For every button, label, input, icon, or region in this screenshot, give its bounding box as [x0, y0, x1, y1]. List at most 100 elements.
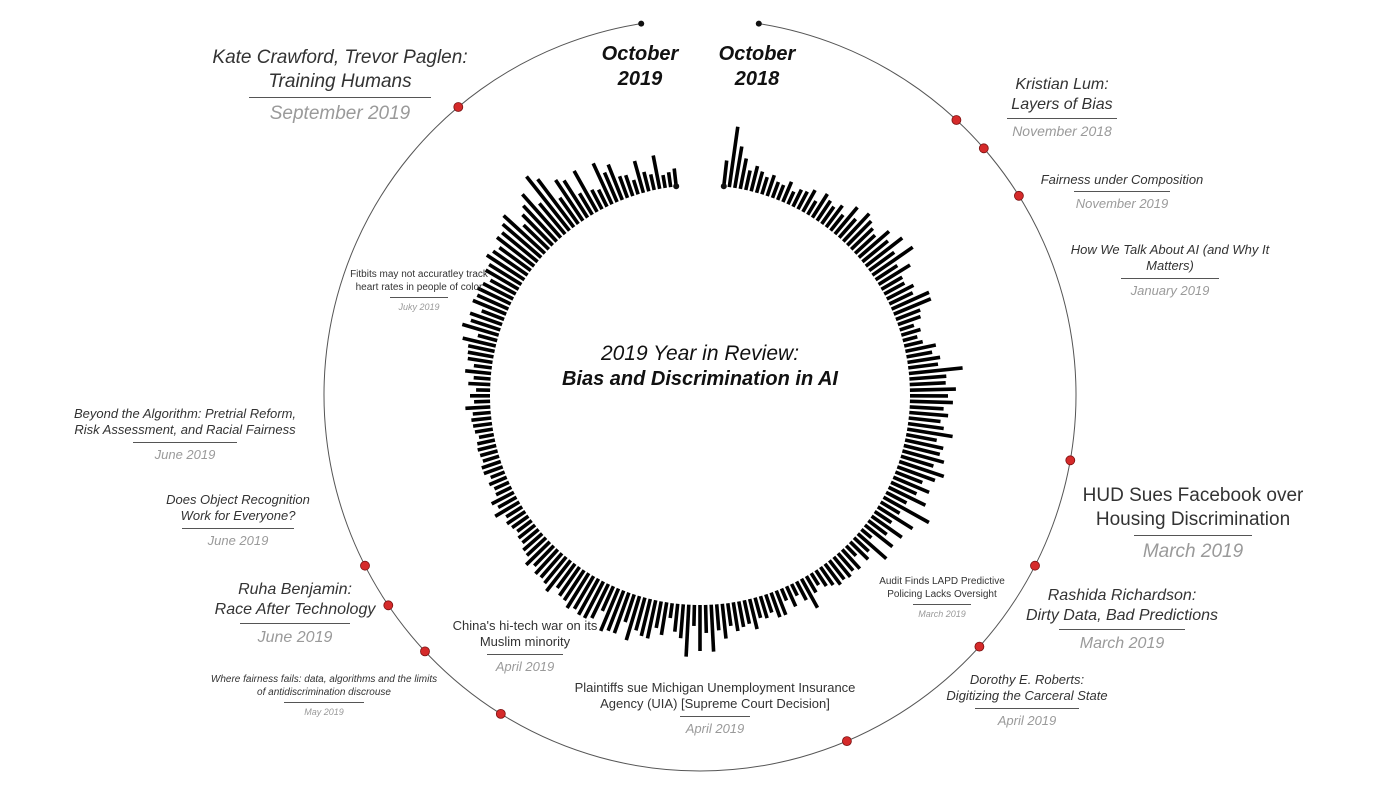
- bar: [726, 602, 733, 627]
- bar: [668, 602, 674, 619]
- bar: [714, 604, 721, 631]
- event-marker-dot: [951, 115, 962, 125]
- bar: [799, 577, 820, 609]
- bar: [494, 500, 521, 518]
- bar: [860, 528, 873, 540]
- event-date: November 2019: [1075, 196, 1169, 212]
- bar: [678, 604, 686, 639]
- inner-event-label: Plaintiffs sue Michigan Unemployment Ins…: [545, 680, 885, 737]
- bar: [545, 559, 573, 593]
- bar: [887, 485, 927, 507]
- bar: [623, 593, 636, 623]
- bar: [823, 562, 842, 586]
- bar: [909, 405, 944, 411]
- bar: [871, 245, 914, 277]
- bar: [666, 171, 673, 188]
- ring-end-dot: [638, 20, 645, 27]
- bar: [801, 189, 817, 213]
- divider: [182, 527, 294, 529]
- bar: [814, 569, 828, 587]
- event-marker-dot: [383, 600, 394, 611]
- bar: [506, 510, 527, 526]
- bar: [897, 314, 922, 327]
- bar: [495, 485, 513, 497]
- event-title: Where fairness fails: data, algorithms a…: [210, 674, 438, 698]
- bar: [624, 595, 642, 641]
- bar: [776, 184, 786, 201]
- bar: [722, 160, 729, 187]
- bar: [789, 583, 799, 597]
- bar: [493, 480, 510, 491]
- bar: [461, 322, 500, 337]
- bar: [868, 250, 896, 273]
- event-label: Beyond the Algorithm: Pretrial Reform,Ri…: [55, 406, 315, 463]
- bar: [832, 555, 852, 579]
- bar: [749, 165, 760, 192]
- bar: [905, 432, 938, 443]
- bar: [846, 219, 873, 247]
- bar: [477, 333, 498, 343]
- bar: [596, 188, 609, 208]
- bar: [488, 262, 523, 287]
- bar: [558, 565, 581, 597]
- bar: [590, 188, 604, 211]
- bar: [877, 263, 911, 287]
- bar: [469, 311, 503, 327]
- bar: [533, 544, 556, 568]
- event-date: January 2019: [1130, 282, 1210, 298]
- bar: [632, 160, 646, 194]
- bar: [631, 179, 640, 195]
- event-marker-dot: [495, 709, 506, 719]
- event-marker-dot: [1065, 455, 1076, 466]
- event-label: Fairness under Composition November 2019: [1012, 172, 1232, 213]
- bar: [591, 162, 614, 206]
- bar: [896, 465, 936, 483]
- event-title: Plaintiffs sue Michigan Unemployment Ins…: [574, 680, 856, 712]
- event-label: Dorothy E. Roberts:Digitizing the Carcer…: [927, 672, 1127, 729]
- bar: [786, 190, 796, 206]
- divider: [1007, 118, 1117, 119]
- bar: [577, 577, 601, 616]
- bar: [511, 514, 530, 530]
- bar: [659, 602, 669, 636]
- chart-title-line1: 2019 Year in Review:: [600, 342, 800, 365]
- bar: [857, 230, 891, 259]
- bar: [502, 214, 547, 255]
- bar: [747, 598, 759, 630]
- bar: [485, 253, 526, 282]
- event-label: Kristian Lum:Layers of Bias November 201…: [962, 75, 1162, 141]
- bar: [709, 604, 716, 652]
- divider: [913, 604, 971, 605]
- bar: [738, 158, 749, 190]
- bar: [731, 602, 740, 632]
- bar: [733, 146, 744, 189]
- event-date: June 2019: [154, 446, 216, 462]
- bar: [482, 454, 500, 463]
- bar: [809, 572, 821, 586]
- bar: [795, 580, 808, 601]
- event-date: March 2019: [918, 609, 966, 619]
- event-title: Ruha Benjamin:Race After Technology: [214, 581, 376, 618]
- bar: [577, 192, 594, 216]
- bar: [867, 519, 888, 536]
- event-marker-dot: [1030, 560, 1040, 571]
- event-title: Dorothy E. Roberts:Digitizing the Carcer…: [946, 672, 1108, 704]
- divider: [1121, 277, 1219, 279]
- bar: [582, 580, 605, 619]
- chart-title-line2: Bias and Discrimination in AI: [562, 368, 838, 390]
- bar: [909, 399, 953, 405]
- divider: [249, 96, 431, 98]
- bar: [840, 548, 862, 570]
- bar: [692, 604, 697, 626]
- bar: [852, 536, 870, 553]
- bar: [522, 532, 544, 552]
- bar: [836, 552, 855, 572]
- bar: [880, 275, 904, 291]
- event-marker-dot: [420, 646, 430, 657]
- bar: [900, 327, 922, 337]
